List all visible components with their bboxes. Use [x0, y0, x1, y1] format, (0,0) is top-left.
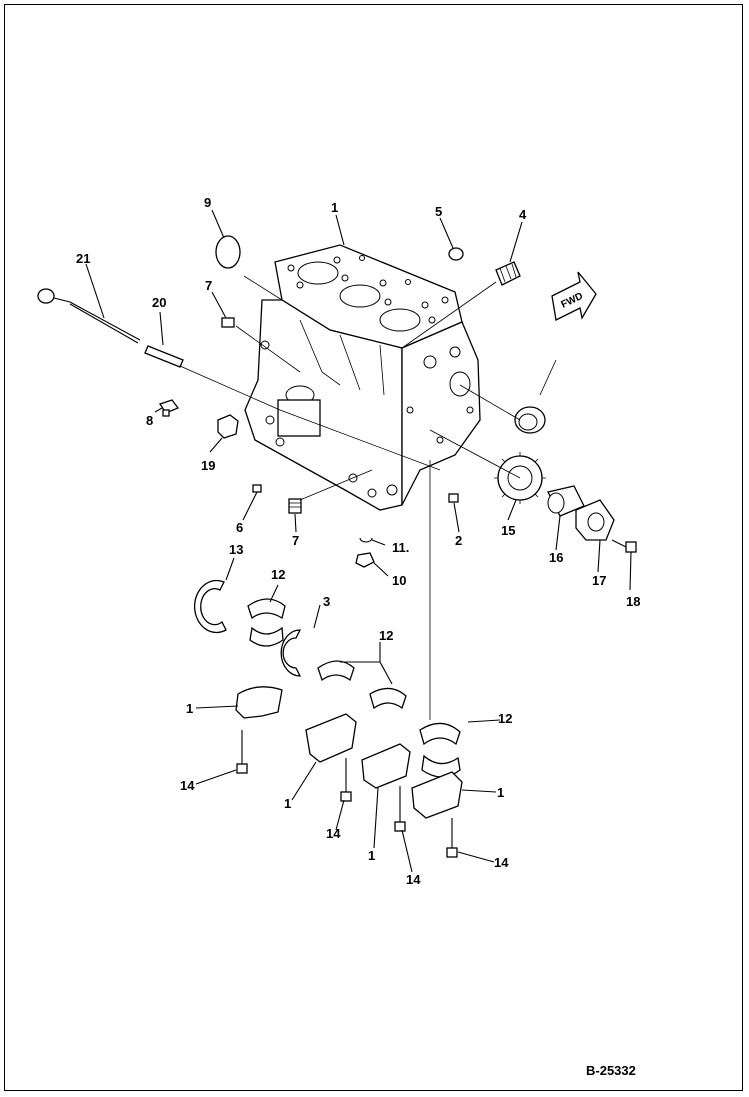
callout-19: 19 [201, 458, 215, 473]
callout-14-a: 14 [180, 778, 195, 793]
main-bearing-caps [235, 686, 463, 819]
o-ring-9 [215, 235, 241, 269]
callout-2: 2 [455, 533, 462, 548]
callout-20: 20 [152, 295, 166, 310]
plug-7-upper [221, 317, 235, 328]
thrust-washer-13 [193, 579, 227, 634]
plug-8 [158, 399, 180, 417]
bearing-12-a [247, 598, 286, 647]
plug-7-lower [288, 498, 302, 514]
bushing-upper [514, 406, 546, 434]
callout-1-cap-c: 1 [368, 848, 375, 863]
callout-8: 8 [146, 413, 153, 428]
callout-15: 15 [501, 523, 515, 538]
bearing-12-c [419, 722, 461, 778]
thrust-washer-13-b [280, 629, 302, 677]
callout-7-upper: 7 [205, 278, 212, 293]
callout-1-block: 1 [331, 200, 338, 215]
callout-9: 9 [204, 195, 211, 210]
callout-5: 5 [435, 204, 442, 219]
collar-16 [547, 485, 585, 517]
plug-10 [355, 552, 375, 568]
dipstick-21 [37, 288, 141, 344]
callout-18: 18 [626, 594, 640, 609]
callout-17: 17 [592, 573, 606, 588]
leader-lines [85, 209, 632, 873]
callout-labels: 9 1 5 4 21 7 20 8 19 6 7 2 11. 10 15 16 … [76, 195, 640, 887]
bearing-12-b [317, 660, 407, 710]
callout-1-cap-b: 1 [284, 796, 291, 811]
nut-19 [217, 414, 239, 439]
callout-13-b: 3 [323, 594, 330, 609]
plug-5 [448, 247, 464, 261]
callout-14-d: 14 [494, 855, 509, 870]
bolt-18 [611, 539, 637, 553]
callout-12-b: 12 [379, 628, 393, 643]
callout-13-a: 13 [229, 542, 243, 557]
callout-7-lower: 7 [292, 533, 299, 548]
guide-pipe-20 [144, 345, 184, 368]
pipe-4 [495, 261, 521, 286]
callout-12-c: 12 [498, 711, 512, 726]
callout-14-c: 14 [406, 872, 421, 887]
cap-bolts-14 [236, 730, 458, 858]
drawing-reference-code: B-25332 [586, 1063, 636, 1078]
callout-10: 10 [392, 573, 406, 588]
forward-arrow-icon: FWD [551, 271, 597, 321]
callout-1-cap-d: 1 [497, 785, 504, 800]
cylinder-block [244, 244, 481, 511]
plug-2 [448, 493, 459, 503]
plug-6 [252, 484, 262, 493]
callout-11: 11. [392, 540, 409, 555]
ring-11 [359, 537, 373, 543]
callout-4: 4 [519, 207, 527, 222]
callout-12-a: 12 [271, 567, 285, 582]
callout-21: 21 [76, 251, 90, 266]
callout-1-cap-a: 1 [186, 701, 193, 716]
thrust-plate-17 [575, 499, 615, 541]
callout-14-b: 14 [326, 826, 341, 841]
callout-6: 6 [236, 520, 243, 535]
callout-16: 16 [549, 550, 563, 565]
page-border [4, 4, 743, 1091]
